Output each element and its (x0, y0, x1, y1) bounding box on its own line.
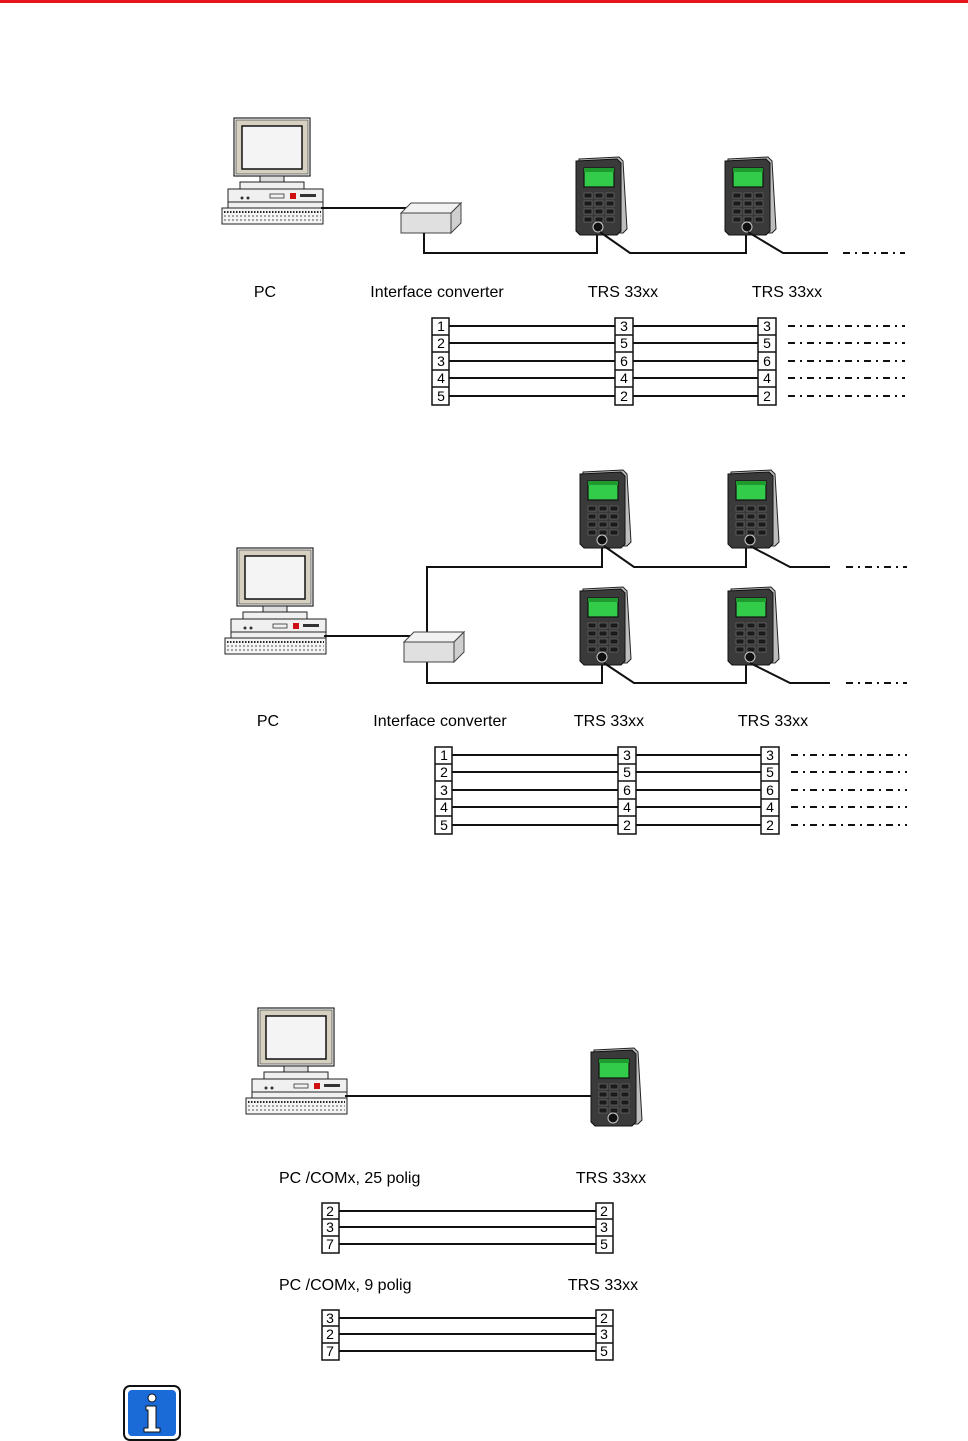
bus-cable-lower (427, 660, 602, 683)
pin-number: 2 (600, 1310, 608, 1326)
pin-number: 2 (326, 1326, 334, 1342)
trs-reader-icon (580, 470, 631, 548)
pin-number: 5 (440, 817, 448, 833)
pin-number: 7 (326, 1236, 334, 1252)
pin-number: 3 (763, 318, 771, 334)
pin-table-9: 3 2 2 3 7 5 (322, 1310, 613, 1360)
pin-number: 4 (766, 799, 774, 815)
pin-number: 3 (600, 1326, 608, 1342)
pin-table-25: 2 2 3 3 7 5 (322, 1203, 613, 1253)
pc-icon (222, 118, 323, 224)
cable-9-left-label: PC /COMx, 9 polig (279, 1277, 411, 1294)
pin-number: 2 (326, 1203, 334, 1219)
pin-number: 6 (763, 353, 771, 369)
bus-cable (750, 546, 830, 567)
pin-number: 2 (620, 388, 628, 404)
pin-number: 3 (326, 1310, 334, 1326)
pin-number: 3 (623, 747, 631, 763)
pin-number: 2 (623, 817, 631, 833)
pin-number: 4 (763, 370, 771, 386)
pin-number: 3 (600, 1219, 608, 1235)
pin-number: 7 (326, 1343, 334, 1359)
info-icon (124, 1386, 180, 1440)
cable-25-left-label: PC /COMx, 25 polig (279, 1170, 420, 1187)
pin-number: 4 (620, 370, 628, 386)
pin-number: 3 (326, 1219, 334, 1235)
pin-number: 1 (437, 318, 445, 334)
device-label: TRS 33xx (574, 713, 644, 730)
wire-continuations (788, 326, 905, 396)
pin-number: 6 (766, 782, 774, 798)
pin-number: 5 (600, 1343, 608, 1359)
bus-cable (604, 544, 746, 567)
wire-continuations (791, 755, 907, 825)
section-2-star-diagram: PC Interface converter TRS 33xx TRS 33xx (225, 470, 907, 834)
trs-reader-icon (580, 587, 631, 665)
pin-number: 1 (440, 747, 448, 763)
pin-table: 1 3 3 2 5 5 3 6 6 4 4 4 5 2 2 (432, 318, 905, 405)
pin-number: 3 (620, 318, 628, 334)
converter-label: Interface converter (373, 713, 507, 730)
pin-number: 2 (600, 1203, 608, 1219)
device-label: TRS 33xx (752, 284, 822, 301)
pin-number: 6 (620, 353, 628, 369)
cable-25-right-label: TRS 33xx (576, 1170, 646, 1187)
pc-label: PC (254, 284, 276, 301)
pin-number: 5 (623, 764, 631, 780)
bus-cable-upper (427, 542, 602, 632)
pin-number: 2 (766, 817, 774, 833)
pin-number: 4 (440, 799, 448, 815)
interface-converter-icon (401, 203, 461, 233)
trs-reader-icon (576, 157, 627, 235)
trs-reader-icon (728, 470, 779, 548)
pc-icon (225, 548, 326, 654)
pin-number: 3 (766, 747, 774, 763)
pin-number: 4 (623, 799, 631, 815)
trs-reader-icon (728, 587, 779, 665)
pin-number: 5 (763, 335, 771, 351)
pin-number: 3 (440, 782, 448, 798)
pin-number: 2 (763, 388, 771, 404)
pin-number: 6 (623, 782, 631, 798)
cable-9-right-label: TRS 33xx (568, 1277, 638, 1294)
section-1-bus-diagram: PC Interface converter TRS 33xx TRS 33xx (222, 118, 905, 405)
device-label: TRS 33xx (588, 284, 658, 301)
bus-cable (750, 663, 830, 683)
pin-number: 2 (440, 764, 448, 780)
pin-table: 1 3 3 2 5 5 3 6 6 4 4 4 5 2 2 (435, 747, 907, 834)
device-label: TRS 33xx (738, 713, 808, 730)
trs-reader-icon (591, 1048, 642, 1126)
pc-icon (246, 1008, 347, 1114)
pin-number: 5 (766, 764, 774, 780)
pin-number: 2 (437, 335, 445, 351)
trs-reader-icon (725, 157, 776, 235)
interface-converter-icon (404, 632, 464, 662)
section-3-direct-connection: PC /COMx, 25 polig TRS 33xx 2 2 3 3 7 5 … (246, 1008, 646, 1360)
pin-number: 5 (437, 388, 445, 404)
pin-number: 5 (620, 335, 628, 351)
converter-label: Interface converter (370, 284, 504, 301)
pc-label: PC (257, 713, 279, 730)
pin-number: 3 (437, 353, 445, 369)
pin-number: 5 (600, 1236, 608, 1252)
pin-number: 4 (437, 370, 445, 386)
